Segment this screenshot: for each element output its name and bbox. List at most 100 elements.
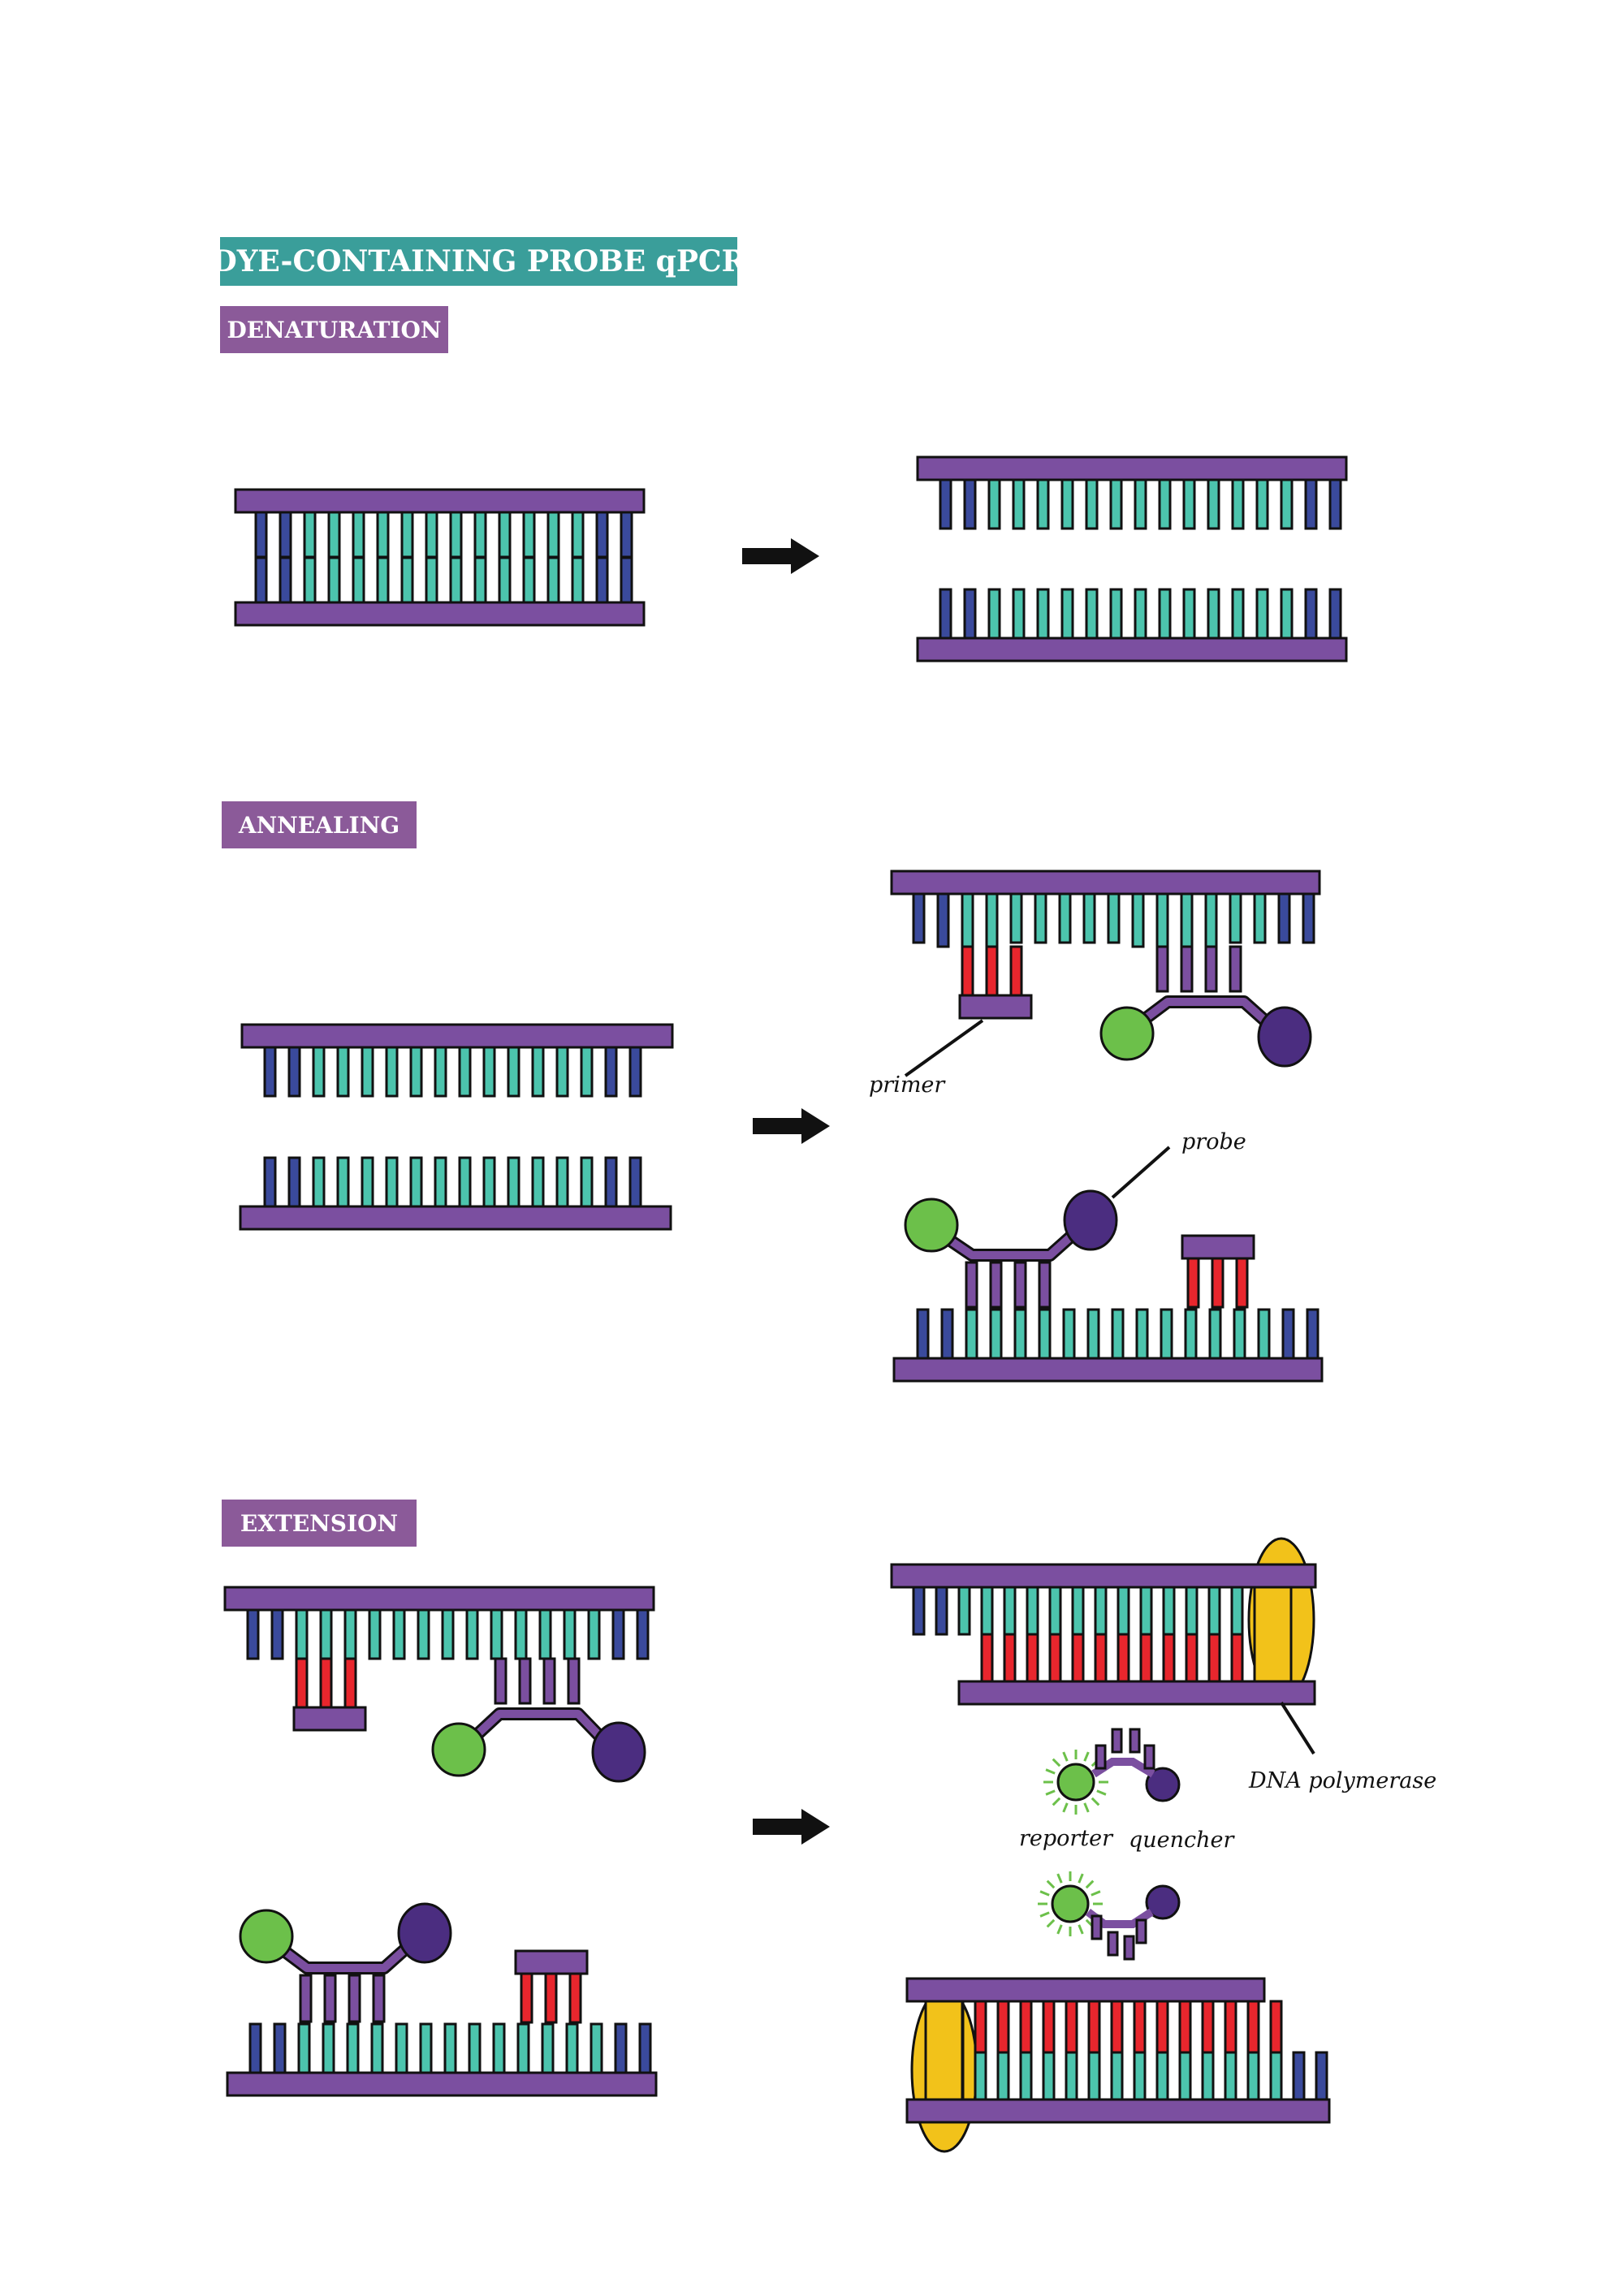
extension-right-bottom [905,1977,1331,2153]
base [546,511,560,559]
fluorescence-ray [1078,1873,1084,1884]
denaturation-arrow [742,538,819,574]
base [1086,1308,1100,1360]
base [312,1046,326,1098]
base [1160,1308,1173,1360]
base [555,1046,569,1098]
base [1071,1586,1085,1636]
probe-fragment [1135,1918,1147,1944]
base [996,2051,1010,2101]
probe-arm [1142,998,1270,1025]
probe-fragment [1123,1935,1135,1961]
primer-bottom [1181,1234,1255,1309]
base [1201,2051,1215,2101]
base [376,511,390,559]
base [963,478,977,530]
base [987,588,1001,640]
base [963,588,977,640]
base [1062,1308,1076,1360]
strand-backbone [223,1586,655,1612]
base [449,556,463,604]
base [636,1608,650,1660]
base [449,511,463,559]
page-title: DYE-CONTAINING PROBE qPCR [212,237,745,286]
base [1207,478,1220,530]
extension-left-primer-top [292,1657,367,1732]
base [1013,1308,1027,1360]
base [482,1046,496,1098]
base [490,1608,503,1660]
base [361,1156,374,1208]
probe-base [1180,945,1194,993]
base [1315,2051,1328,2101]
base [1302,892,1315,944]
strand-backbone [239,1205,672,1231]
new-base [996,2000,1010,2054]
base [473,511,487,559]
annealing-arrow [753,1108,830,1144]
base [273,2022,287,2074]
fluorescence-ray [1083,1802,1090,1813]
strand-backbone [226,2071,658,2097]
strand-backbone [234,601,646,627]
base [620,511,633,559]
base [522,511,536,559]
base [368,1608,382,1660]
extension-left-probe-top [431,1657,646,1783]
base [1182,588,1196,640]
extension-left-top-strand [223,1586,655,1660]
reporter-label: reporter [1019,1826,1114,1851]
new-base [1065,2000,1078,2054]
base [473,556,487,604]
base [516,2022,530,2074]
base [370,2022,384,2074]
probe-base [299,1974,313,2023]
new-base [1207,1633,1221,1683]
fluorescence-ray [1083,1751,1090,1762]
probe-base [518,1657,532,1705]
fluorescence-ray [1052,1797,1061,1806]
new-base [1162,1633,1176,1683]
primer-base [961,945,974,997]
base [580,1156,594,1208]
probe-fragment [1129,1728,1141,1754]
primer-base [520,1972,533,2024]
base [638,2022,652,2074]
new-base [1048,1633,1062,1683]
base [590,2022,603,2074]
base [361,1046,374,1098]
base [1207,1586,1221,1636]
fluorescence-ray [1096,1789,1107,1796]
base [352,556,365,604]
base [571,556,585,604]
primer-base [1009,945,1023,997]
fluorescence-ray [1091,1797,1100,1806]
primer-base [568,1972,582,2024]
strand-backbone [916,455,1348,481]
base [1109,478,1123,530]
base [1281,1308,1295,1360]
fluorescence-ray [1085,1880,1095,1889]
annealed-top-strand [890,870,1321,948]
primer-label: primer [869,1072,946,1098]
base [1042,2051,1056,2101]
base [419,2022,433,2074]
base [546,556,560,604]
new-base [1003,1633,1017,1683]
base [1253,892,1267,944]
primer-backbone [958,994,1033,1020]
strand-backbone [905,2098,1331,2124]
base [327,556,341,604]
new-base [980,1633,994,1683]
probe-base [1229,945,1242,993]
base [1255,478,1269,530]
base [1280,588,1294,640]
base [957,1586,971,1636]
base [1280,478,1294,530]
primer-top [958,945,1033,1020]
primer-base [985,945,999,997]
base [458,1046,472,1098]
primer-base [1235,1257,1249,1309]
base [604,1156,618,1208]
fluorescence-ray [1045,1768,1056,1775]
